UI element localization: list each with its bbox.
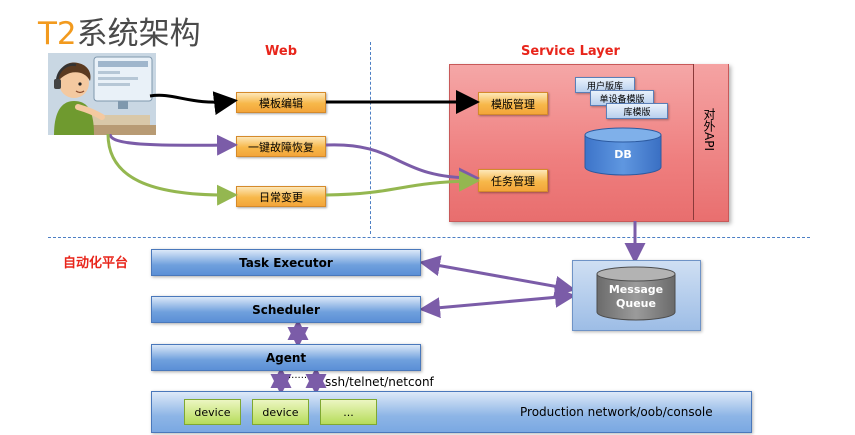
arrow-daily-change-task bbox=[325, 170, 480, 197]
title-main: 系统架构 bbox=[76, 16, 201, 52]
external-api-strip bbox=[693, 64, 728, 220]
vertical-divider bbox=[370, 42, 371, 234]
message-queue-label-line2: Queue bbox=[616, 297, 656, 310]
service-layer-heading: Service Layer bbox=[521, 44, 620, 59]
message-queue-label: Message Queue bbox=[596, 283, 676, 311]
device-box-1: device bbox=[184, 399, 241, 425]
scheduler-bar: Scheduler bbox=[151, 296, 421, 323]
arrow-recovery-task bbox=[325, 143, 480, 189]
message-queue-cylinder bbox=[596, 266, 676, 321]
arrow-scheduler-mq bbox=[419, 286, 576, 319]
one-click-recovery-action: 一键故障恢复 bbox=[236, 136, 326, 157]
agent-bar: Agent bbox=[151, 344, 421, 371]
template-edit-action: 模板编辑 bbox=[236, 92, 326, 113]
library-user: 用户版库 bbox=[575, 77, 635, 93]
daily-change-action: 日常变更 bbox=[236, 186, 326, 207]
message-queue-label-line1: Message bbox=[608, 283, 664, 296]
web-heading: Web bbox=[265, 44, 297, 59]
dots-label: ...... bbox=[288, 370, 308, 381]
automation-platform-heading: 自动化平台 bbox=[63, 256, 129, 271]
arrow-user-recovery bbox=[108, 133, 238, 156]
arrow-executor-mq bbox=[419, 255, 576, 297]
task-executor-bar: Task Executor bbox=[151, 249, 421, 276]
horizontal-divider bbox=[48, 237, 810, 238]
protocols-label: ssh/telnet/netconf bbox=[325, 375, 434, 389]
device-box-2: device bbox=[252, 399, 309, 425]
library-template: 库模版 bbox=[606, 103, 668, 119]
arrow-user-template-edit bbox=[149, 91, 238, 116]
production-network-bar bbox=[151, 391, 752, 433]
production-network-label: Production network/oob/console bbox=[520, 405, 713, 419]
user-at-computer-illustration bbox=[48, 53, 156, 135]
device-box-3: ... bbox=[320, 399, 377, 425]
db-label: DB bbox=[614, 148, 632, 161]
page-title: T2系统架构 bbox=[38, 14, 201, 54]
db-cylinder bbox=[584, 127, 662, 176]
external-api-label: 对外API bbox=[702, 108, 716, 151]
arrow-user-daily-change bbox=[106, 133, 238, 206]
title-prefix: T2 bbox=[38, 16, 77, 52]
